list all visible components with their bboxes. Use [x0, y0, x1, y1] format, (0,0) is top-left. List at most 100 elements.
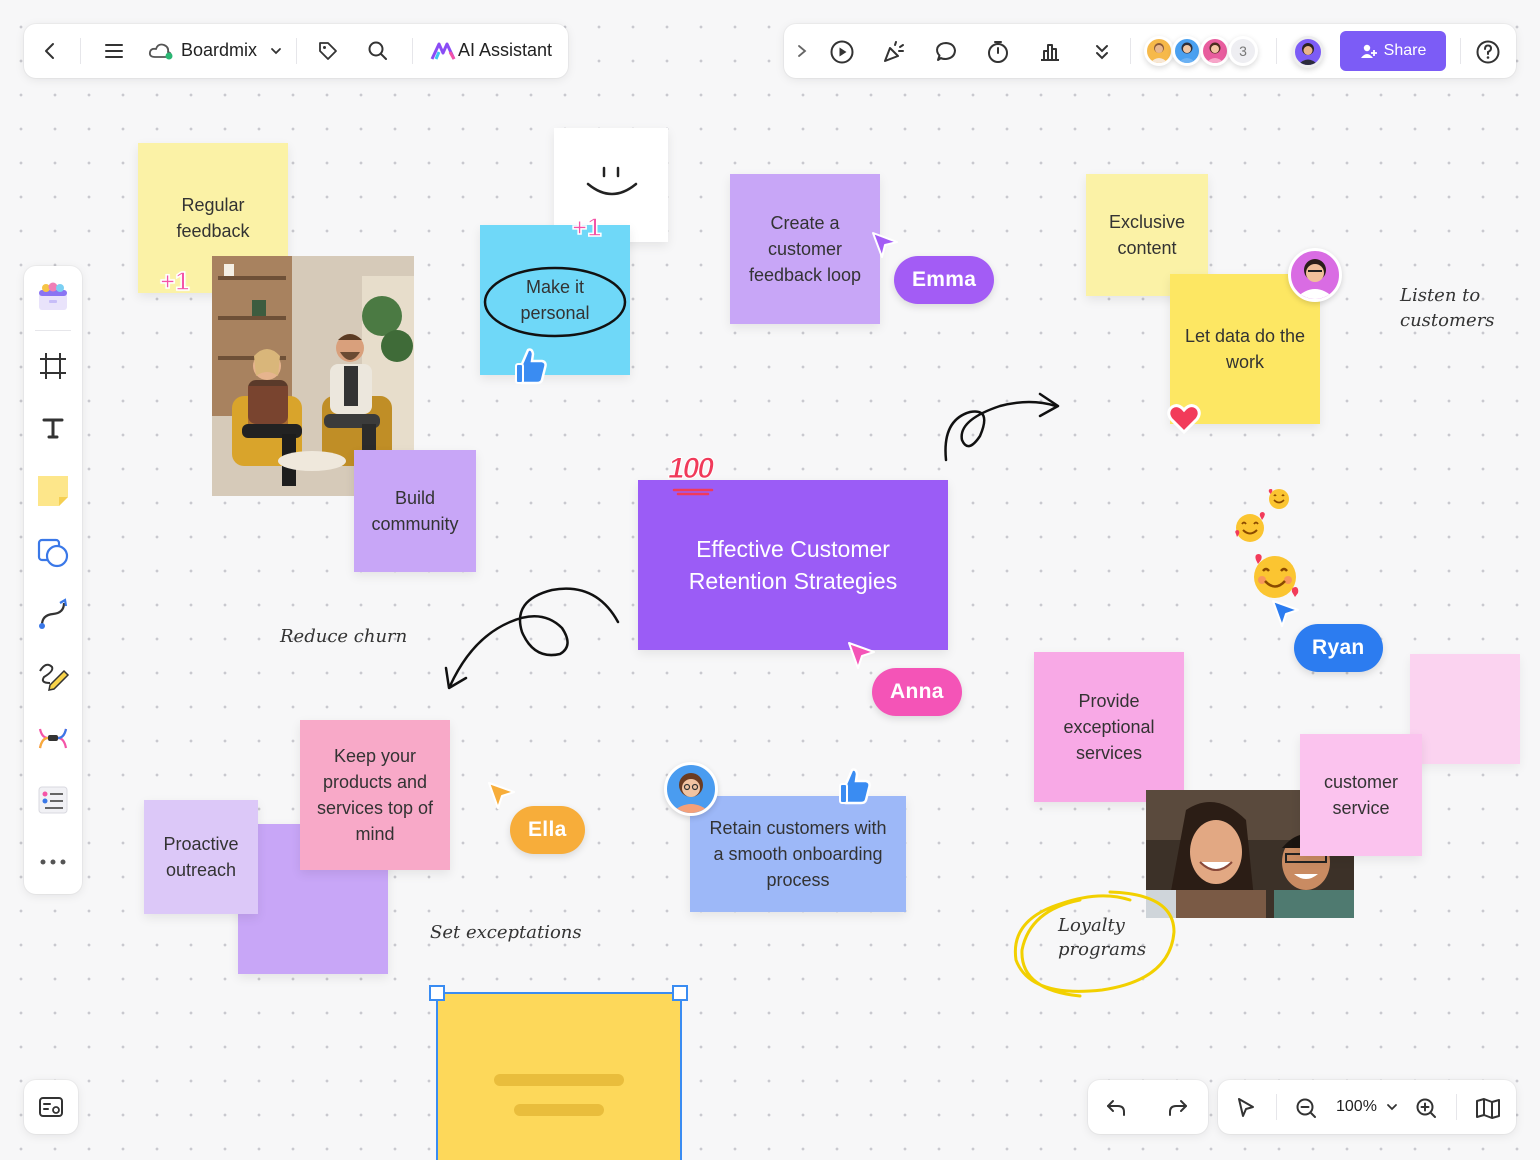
plus-one-sticker[interactable]: +1: [571, 211, 602, 243]
left-tool-palette: [24, 266, 82, 894]
share-button[interactable]: Share: [1340, 31, 1446, 71]
frame-icon[interactable]: [37, 350, 69, 382]
smiley-doodle: [586, 166, 638, 196]
handwritten-note[interactable]: Reduce churn: [280, 626, 408, 647]
list-icon[interactable]: [35, 782, 71, 818]
smiling-hearts-emoji-icon: [1266, 486, 1292, 517]
vote-chart-icon[interactable]: [1036, 38, 1064, 66]
collaborator-avatar[interactable]: [1200, 36, 1230, 66]
text-icon[interactable]: [37, 412, 69, 444]
divider: [35, 330, 71, 331]
sticky-note-central-topic[interactable]: Effective Customer Retention Strategies: [638, 480, 948, 650]
divider: [1276, 38, 1277, 64]
minimap-toolbar: [24, 1080, 78, 1134]
collaborator-avatar[interactable]: [1288, 248, 1342, 302]
play-icon[interactable]: [828, 38, 856, 66]
double-chevron-down-icon[interactable]: [1088, 38, 1116, 66]
cursor-label-ryan: Ryan: [1294, 624, 1383, 672]
ai-assistant-button[interactable]: AI Assistant: [458, 40, 553, 60]
comment-icon[interactable]: [932, 38, 960, 66]
thumbs-up-icon[interactable]: [514, 346, 548, 391]
divider: [1460, 38, 1461, 64]
sticky-note-provide-services[interactable]: Provide exceptional services: [1034, 652, 1184, 802]
back-icon[interactable]: [38, 39, 62, 63]
resize-handle[interactable]: [429, 985, 445, 1001]
sticky-note-build-community[interactable]: Build community: [354, 450, 476, 572]
chevron-down-icon[interactable]: [1384, 1099, 1400, 1115]
note-text: Build community: [371, 488, 459, 534]
hundred-text: 100: [667, 452, 714, 486]
connector-icon[interactable]: [35, 596, 71, 632]
resize-handle[interactable]: [672, 985, 688, 1001]
sticky-note-make-it-personal[interactable]: Make it personal: [480, 225, 630, 375]
sticky-note-icon[interactable]: [35, 472, 71, 508]
tag-icon[interactable]: [316, 39, 340, 63]
pen-icon[interactable]: [35, 658, 71, 694]
collaborator-count-badge[interactable]: 3: [1228, 36, 1258, 66]
collaborator-avatar[interactable]: [664, 762, 718, 816]
map-icon[interactable]: [1474, 1094, 1502, 1122]
note-text: Provide exceptional services: [1063, 691, 1155, 763]
sticky-note-retain-customers[interactable]: Retain customers with a smooth onboardin…: [690, 796, 906, 912]
white-sticky-note[interactable]: [554, 128, 668, 242]
handwritten-note[interactable]: Set exceptations: [430, 922, 582, 943]
note-text: Create a customer feedback loop: [748, 213, 862, 285]
note-text: customer service: [1323, 772, 1399, 818]
help-icon[interactable]: [1474, 38, 1502, 66]
sticky-note-exclusive-content[interactable]: Exclusive content: [1086, 174, 1208, 296]
loop-arrow-doodle: [444, 587, 620, 690]
smiling-hearts-emoji-icon: [1248, 550, 1302, 609]
divider: [296, 38, 297, 64]
user-avatar[interactable]: [1292, 36, 1324, 68]
plus-one-sticker[interactable]: +1: [159, 265, 190, 297]
redo-icon[interactable]: [1164, 1094, 1192, 1122]
circle-doodle: [483, 266, 627, 338]
cursor-icon: [488, 782, 515, 809]
cursor-label-anna: Anna: [872, 668, 962, 716]
top-left-toolbar: Boardmix AI Assistant: [24, 24, 568, 78]
sticky-note-keep-products[interactable]: Keep your products and services top of m…: [300, 720, 450, 870]
minimap-icon[interactable]: [37, 1094, 65, 1120]
menu-icon[interactable]: [102, 39, 126, 63]
cursor-icon: [1272, 600, 1299, 627]
share-label: Share: [1383, 42, 1427, 59]
divider: [1456, 1094, 1457, 1120]
thumbs-up-icon[interactable]: [838, 766, 872, 811]
shape-icon[interactable]: [35, 534, 71, 570]
celebrate-icon[interactable]: [880, 38, 908, 66]
central-topic-text: Effective Customer Retention Strategies: [688, 536, 898, 594]
search-icon[interactable]: [366, 39, 390, 63]
chevron-down-icon[interactable]: [268, 41, 284, 61]
zoom-out-icon[interactable]: [1292, 1094, 1320, 1122]
undo-redo-toolbar: [1088, 1080, 1208, 1134]
undo-icon[interactable]: [1102, 1094, 1130, 1122]
hundred-points-sticker[interactable]: 100: [667, 452, 715, 496]
handwritten-note[interactable]: Loyalty programs: [1058, 915, 1147, 960]
selected-sticky-note[interactable]: [436, 992, 682, 1160]
mindmap-icon[interactable]: [35, 720, 71, 756]
select-pointer-icon[interactable]: [1232, 1094, 1260, 1122]
zoom-level[interactable]: 100%: [1336, 1098, 1377, 1115]
handwritten-note[interactable]: Listen to customers: [1400, 285, 1495, 331]
divider: [1276, 1094, 1277, 1120]
template-icon[interactable]: [35, 278, 71, 314]
collaborator-avatar[interactable]: [1172, 36, 1202, 66]
cursor-label-emma: Emma: [894, 256, 995, 304]
sticky-note-customer-service[interactable]: customer service: [1300, 734, 1422, 856]
sticky-note-proactive-outreach[interactable]: Proactive outreach: [144, 800, 258, 914]
timer-icon[interactable]: [984, 38, 1012, 66]
zoom-in-icon[interactable]: [1412, 1094, 1440, 1122]
collaborator-avatar[interactable]: [1144, 36, 1174, 66]
chevron-right-icon[interactable]: [792, 41, 812, 61]
circle-doodle: [1013, 890, 1176, 998]
sticky-note-blank[interactable]: [1410, 654, 1520, 764]
heart-icon[interactable]: [1166, 402, 1202, 441]
board-name[interactable]: Boardmix: [181, 40, 258, 60]
divider: [80, 38, 81, 64]
sticky-note-let-data-do-the-work[interactable]: Let data do the work: [1170, 274, 1320, 424]
cursor-icon: [848, 642, 875, 669]
cursor-label-ella: Ella: [510, 806, 585, 854]
sticky-note-create-feedback-loop[interactable]: Create a customer feedback loop: [730, 174, 880, 324]
more-icon[interactable]: [35, 844, 71, 880]
divider: [1130, 38, 1131, 64]
